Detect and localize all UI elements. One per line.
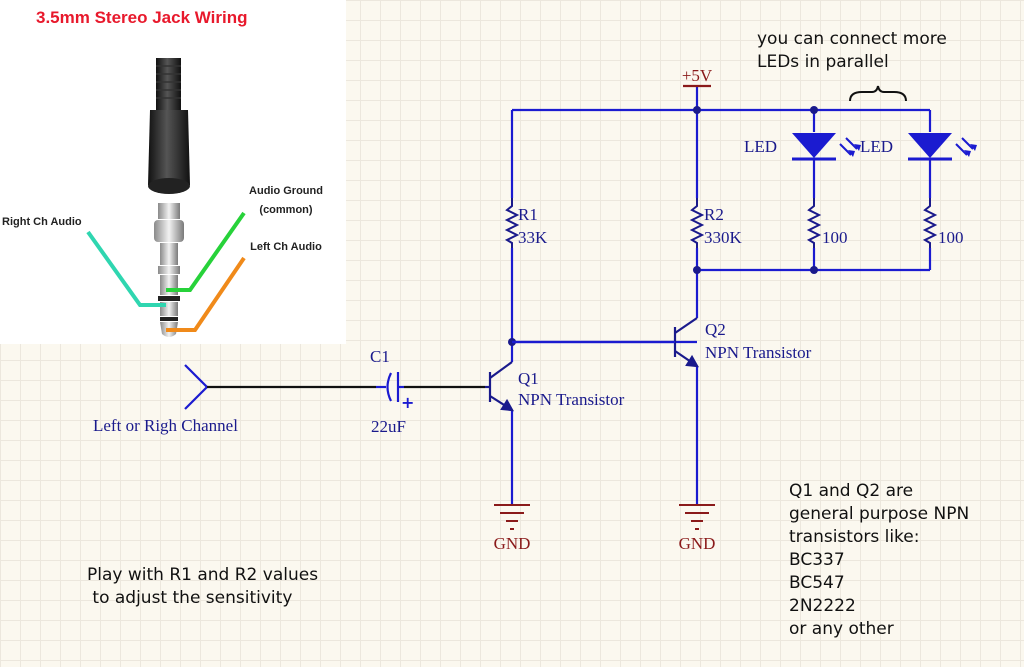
q2-ref: Q2 xyxy=(705,320,726,339)
right-channel-label: Right Ch Audio xyxy=(2,216,82,228)
c1-value: 22uF xyxy=(371,417,406,436)
gnd2-label: GND xyxy=(679,534,716,553)
ground-symbol-1 xyxy=(494,504,530,530)
junction-dots xyxy=(508,106,818,346)
led2-label: LED xyxy=(860,137,893,156)
input-label: Left or Righ Channel xyxy=(93,416,238,435)
led1-resistor-value: 100 xyxy=(822,228,848,247)
r1-resistor xyxy=(504,198,520,248)
q1-ref: Q1 xyxy=(518,369,539,388)
q2-type: NPN Transistor xyxy=(705,343,812,362)
ground-label: Audio Ground xyxy=(249,185,323,197)
sensitivity-note: Play with R1 and R2 values to adjust the… xyxy=(87,565,319,608)
ground-sublabel: (common) xyxy=(259,204,313,216)
r2-resistor xyxy=(689,198,705,248)
parallel-note: you can connect more LEDs in parallel xyxy=(757,29,947,72)
jack-title: 3.5mm Stereo Jack Wiring xyxy=(36,8,248,27)
r2-value: 330K xyxy=(704,228,743,247)
led1-symbol xyxy=(792,133,861,161)
ground-symbol-2 xyxy=(679,504,715,530)
input-wiring xyxy=(184,364,485,410)
led1-resistor xyxy=(806,198,822,248)
r1-ref: R1 xyxy=(518,205,538,224)
transistor-note: Q1 and Q2 are general purpose NPN transi… xyxy=(789,481,970,639)
ground-wire xyxy=(166,211,246,292)
q1-transistor xyxy=(485,361,514,412)
jack-illustration xyxy=(86,58,246,337)
left-channel-label: Left Ch Audio xyxy=(250,241,322,253)
right-channel-wire xyxy=(86,230,166,307)
supply-label: +5V xyxy=(682,66,713,85)
q1-type: NPN Transistor xyxy=(518,390,625,409)
q2-transistor xyxy=(512,317,699,368)
led2-resistor xyxy=(922,198,938,248)
supply-rail xyxy=(512,86,930,112)
r2-ref: R2 xyxy=(704,205,724,224)
c1-capacitor xyxy=(376,372,404,402)
parallel-brace xyxy=(849,85,907,102)
r1-value: 33K xyxy=(518,228,548,247)
jack-wiring-panel: 3.5mm Stereo Jack Wiring xyxy=(0,0,346,344)
gnd1-label: GND xyxy=(494,534,531,553)
left-channel-wire xyxy=(166,256,246,332)
c1-polarity: + xyxy=(401,393,414,412)
jack-plug-body xyxy=(148,58,190,194)
led1-label: LED xyxy=(744,137,777,156)
led2-symbol xyxy=(908,133,977,161)
c1-ref: C1 xyxy=(370,347,390,366)
led2-resistor-value: 100 xyxy=(938,228,964,247)
